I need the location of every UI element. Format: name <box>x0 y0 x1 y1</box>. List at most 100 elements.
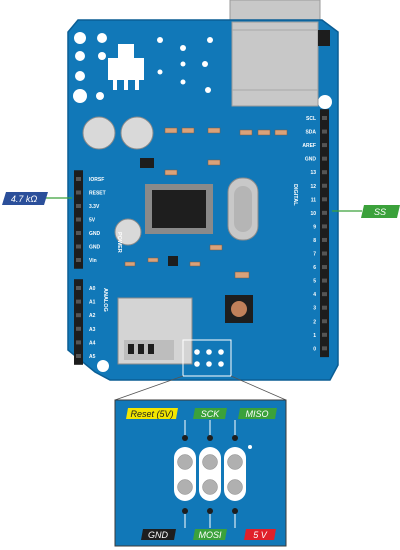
main-chip <box>145 184 213 234</box>
tag-mosi-label: MOSI <box>198 530 222 540</box>
digital-pin <box>322 143 327 148</box>
digital-pin <box>322 292 327 297</box>
small-ic-2 <box>168 256 178 266</box>
digital-pin-label: 13 <box>310 170 316 176</box>
power-pin <box>76 231 81 235</box>
tag-mosi: MOSI <box>193 529 227 540</box>
digital-pin-label: 10 <box>310 211 316 217</box>
digital-pin-label: 6 <box>313 265 316 271</box>
resistor-callout: 4.7 kΩ <box>2 192 72 205</box>
reset-button <box>225 295 253 323</box>
tag-reset: Reset (5V) <box>126 408 178 419</box>
digital-pin <box>322 346 327 351</box>
tag-5v: 5 V <box>244 529 276 540</box>
tag-gnd-label: GND <box>148 530 169 540</box>
digital-pin-label: SDA <box>305 130 316 136</box>
digital-pin-label: GND <box>305 157 317 163</box>
power-pin-label: 3.3V <box>89 204 100 210</box>
small-header <box>318 30 330 46</box>
digital-pin <box>322 278 327 283</box>
analog-pin-label: A2 <box>89 313 96 319</box>
ethernet-jack <box>231 21 319 107</box>
ss-callout: SS <box>332 205 400 218</box>
icsp-header-outline <box>182 339 232 377</box>
power-pin-label: GND <box>89 245 101 251</box>
tag-sck: SCK <box>193 408 227 419</box>
digital-pin <box>322 265 327 270</box>
power-pin <box>76 177 81 181</box>
analog-pin-label: A0 <box>89 286 96 292</box>
analog-pin <box>76 340 81 345</box>
icsp-leader-lines <box>184 420 236 528</box>
digital-pin <box>322 116 327 120</box>
board-holes <box>73 32 332 372</box>
icsp-zoom-panel: Reset (5V) SCK MISO GND MOSI 5 V <box>114 399 287 547</box>
tag-sck-label: SCK <box>201 409 221 419</box>
ss-label: SS <box>374 207 386 217</box>
power-pin-label: IORSF <box>89 177 104 183</box>
digital-header-body <box>320 109 329 358</box>
tag-miso-label: MISO <box>245 409 268 419</box>
power-header-label: POWER <box>116 232 122 253</box>
digital-pin <box>322 156 327 161</box>
voltage-regulator <box>108 44 144 90</box>
small-ic <box>140 158 154 168</box>
digital-pin <box>322 237 327 242</box>
analog-pin-label: A3 <box>89 327 96 333</box>
analog-pin-label: A4 <box>89 340 96 346</box>
digital-header-label: DIGITAL <box>292 184 298 206</box>
power-pin <box>76 204 81 208</box>
digital-pin-label: AREF <box>302 143 316 149</box>
digital-pin <box>322 305 327 310</box>
arduino-ethernet-board <box>67 19 339 381</box>
digital-pin-label: 1 <box>313 333 316 339</box>
zoom-lines <box>114 375 287 401</box>
digital-pin <box>322 210 327 215</box>
power-pin-label: GND <box>89 231 101 237</box>
tag-miso: MISO <box>238 408 277 419</box>
tag-5v-label: 5 V <box>253 530 268 540</box>
sd-card-slot <box>117 297 193 365</box>
power-pin <box>76 244 81 249</box>
digital-pin <box>322 170 327 175</box>
digital-pin-label: 11 <box>311 197 317 203</box>
tag-gnd: GND <box>141 529 176 540</box>
smd-components <box>124 127 288 279</box>
digital-pin-label: 12 <box>310 184 316 190</box>
power-pin <box>76 190 81 195</box>
tag-reset-label: Reset (5V) <box>130 409 173 419</box>
analog-pin <box>76 286 81 290</box>
digital-pin <box>322 129 327 134</box>
analog-pin <box>76 299 81 304</box>
analog-pin <box>76 326 81 331</box>
power-pin-label: Vin <box>89 258 97 264</box>
analog-pin-label: A1 <box>89 300 96 306</box>
power-pin-label: 5V <box>89 218 96 224</box>
ethernet-jack-ribs <box>232 29 318 91</box>
analog-pin <box>76 354 81 358</box>
power-pin <box>76 217 81 222</box>
icsp-leader-dots <box>182 435 238 514</box>
analog-pin-label: A5 <box>89 354 96 360</box>
analog-header-body <box>74 279 83 365</box>
analog-pin <box>76 313 81 318</box>
power-pin <box>76 258 81 262</box>
power-header: IORSF RESET 3.3V 5V GND GND Vin <box>74 170 106 269</box>
capacitor-mid <box>114 218 142 246</box>
digital-pin-label: 3 <box>313 306 316 312</box>
capacitor-right <box>120 116 154 150</box>
icsp-pins <box>177 454 243 495</box>
capacitor-left <box>82 116 116 150</box>
icsp-header-small <box>194 349 224 367</box>
digital-pin-label: 9 <box>313 224 316 230</box>
digital-pin <box>322 183 327 188</box>
digital-pin <box>322 319 327 324</box>
digital-pin-label: 8 <box>313 238 316 244</box>
power-pin-label: RESET <box>89 191 106 197</box>
digital-pin-label: 0 <box>313 346 316 352</box>
digital-pin-label: 5 <box>313 279 316 285</box>
digital-pin <box>322 224 327 229</box>
digital-pin-label: SCL <box>306 116 316 122</box>
